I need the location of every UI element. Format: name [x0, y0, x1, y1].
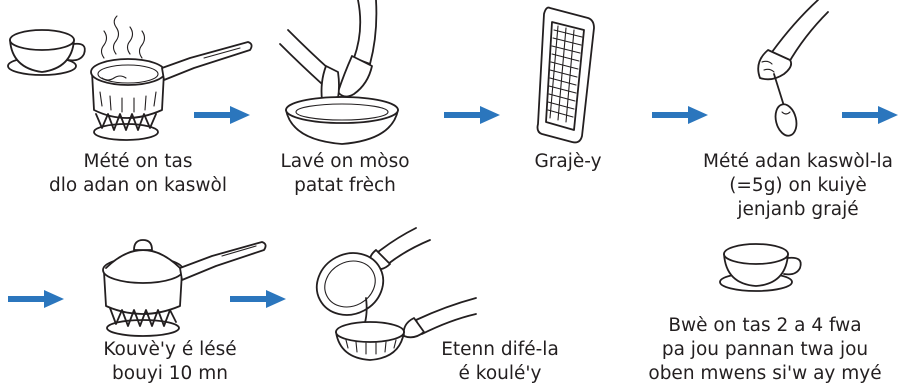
caption-line: oben mwens si'w ay myé — [640, 362, 890, 386]
step-1-caption: Mété on tas dlo adan on kaswòl — [48, 150, 228, 198]
caption-line: jenjanb grajé — [698, 198, 898, 222]
step-7-illustration — [718, 236, 808, 294]
caption-line: Mété adan kaswòl-la — [698, 150, 898, 174]
arrow-right-icon — [230, 288, 286, 310]
spoon-icon — [772, 74, 799, 138]
arm-left-icon — [280, 30, 339, 103]
step-7-caption: Bwè on tas 2 a 4 fwa pa jou pannan twa j… — [640, 314, 890, 386]
caption-line: pa jou pannan twa jou — [640, 338, 890, 362]
arm-top-icon — [370, 228, 430, 269]
caption-line: (=5g) on kuiyè — [698, 174, 898, 198]
caption-line: Etenn difé-la — [430, 338, 570, 362]
step-3-caption: Grajè-y — [518, 150, 618, 174]
step-4-illustration — [738, 0, 828, 142]
caption-line: dlo adan on kaswòl — [48, 174, 228, 198]
arm-right-icon — [404, 298, 476, 337]
steam-icon — [102, 16, 145, 58]
step-5-illustration — [90, 228, 270, 340]
caption-line: patat frèch — [270, 174, 420, 198]
step-3-illustration — [536, 4, 600, 146]
teacup-icon — [720, 244, 801, 291]
arm-icon — [758, 0, 828, 79]
caption-line: bouyi 10 mn — [80, 362, 260, 386]
step-5-caption: Kouvè'y é lésé bouyi 10 mn — [80, 338, 260, 386]
step-2-illustration — [280, 0, 420, 145]
grater-icon — [538, 8, 595, 143]
caption-line: Grajè-y — [518, 150, 618, 174]
strainer-bowl-icon — [336, 322, 404, 360]
caption-line: Bwè on tas 2 a 4 fwa — [640, 314, 890, 338]
arrow-right-icon — [194, 104, 250, 126]
arrow-right-icon — [652, 104, 708, 126]
arm-right-icon — [338, 0, 376, 97]
arrow-right-icon — [842, 104, 898, 126]
step-2-caption: Lavé on mòso patat frèch — [270, 150, 420, 198]
step-6-caption: Etenn difé-la é koulé'y — [430, 338, 570, 386]
arrow-right-icon — [8, 288, 64, 310]
caption-line: Kouvè'y é lésé — [80, 338, 260, 362]
arrow-right-icon — [444, 104, 500, 126]
caption-line: Lavé on mòso — [270, 150, 420, 174]
caption-line: Mété on tas — [48, 150, 228, 174]
caption-line: é koulé'y — [430, 362, 570, 386]
cup-icon — [8, 30, 85, 75]
step-4-caption: Mété adan kaswòl-la (=5g) on kuiyè jenja… — [698, 150, 898, 222]
bowl-icon — [286, 97, 398, 144]
step-1-illustration — [4, 6, 254, 151]
